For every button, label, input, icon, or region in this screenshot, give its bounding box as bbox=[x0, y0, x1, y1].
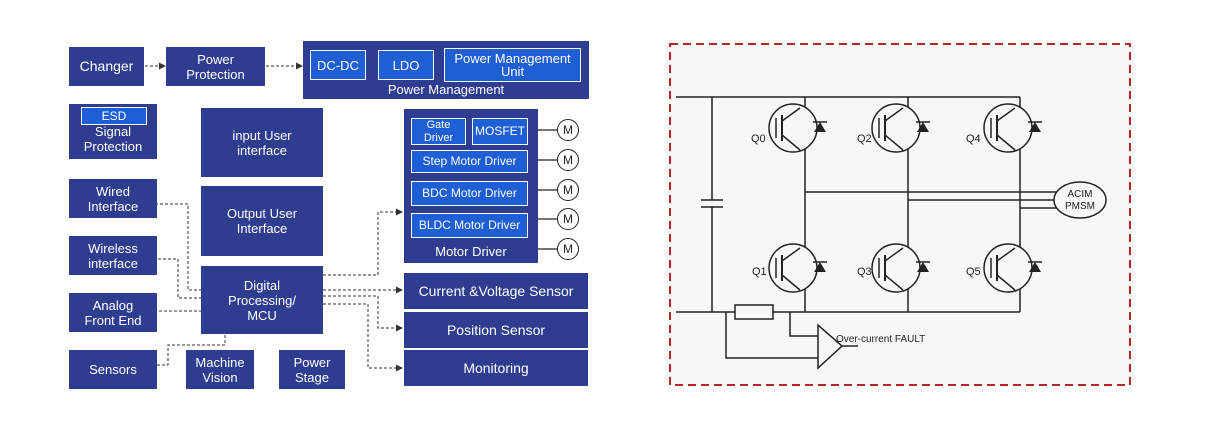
pmu-block: Power Management Unit bbox=[444, 48, 581, 82]
esd-block: ESD bbox=[81, 107, 147, 125]
mcu-block: Digital Processing/ MCU bbox=[201, 266, 323, 334]
transistor-q3 bbox=[871, 243, 930, 293]
machine-vision-block: Machine Vision bbox=[186, 350, 254, 389]
transistor-q5 bbox=[983, 243, 1042, 293]
power-stage-block: Power Stage bbox=[279, 350, 345, 389]
q3-label: Q3 bbox=[857, 266, 872, 278]
monitoring-block: Monitoring bbox=[404, 350, 588, 386]
ldo-block: LDO bbox=[378, 50, 434, 80]
motor-symbol: M bbox=[557, 208, 579, 230]
q5-label: Q5 bbox=[966, 266, 981, 278]
transistor-q0 bbox=[768, 103, 827, 153]
step-motor-driver-block: Step Motor Driver bbox=[411, 150, 528, 173]
motor-symbol: M bbox=[557, 179, 579, 201]
transistor-q1 bbox=[768, 243, 827, 293]
position-sensor-block: Position Sensor bbox=[404, 312, 588, 348]
transistor-q2 bbox=[871, 103, 930, 153]
motor-symbol: M bbox=[557, 119, 579, 141]
q2-label: Q2 bbox=[857, 133, 872, 145]
bdc-motor-driver-block: BDC Motor Driver bbox=[411, 181, 528, 206]
motor-symbol: M bbox=[557, 238, 579, 260]
gate-driver-block: Gate Driver bbox=[411, 118, 466, 145]
q0-label: Q0 bbox=[751, 133, 766, 145]
schematic-border bbox=[669, 43, 1131, 386]
motor-label-pmsm: PMSM bbox=[1065, 201, 1095, 212]
input-user-interface-block: input User interface bbox=[201, 108, 323, 177]
bldc-motor-driver-block: BLDC Motor Driver bbox=[411, 213, 528, 238]
motor-label-acim: ACIM bbox=[1068, 189, 1093, 200]
wired-interface-block: Wired Interface bbox=[69, 179, 157, 218]
dcdc-block: DC-DC bbox=[310, 50, 366, 80]
current-voltage-sensor-block: Current &Voltage Sensor bbox=[404, 273, 588, 309]
mosfet-block: MOSFET bbox=[472, 118, 528, 145]
q4-label: Q4 bbox=[966, 133, 981, 145]
motor-ellipse bbox=[1053, 181, 1107, 219]
transistor-q4 bbox=[983, 103, 1042, 153]
changer-block: Changer bbox=[69, 47, 144, 86]
fault-label: Over-current FAULT bbox=[836, 334, 925, 345]
q1-label: Q1 bbox=[752, 266, 767, 278]
sensors-block: Sensors bbox=[69, 350, 157, 389]
output-user-interface-block: Output User Interface bbox=[201, 186, 323, 256]
analog-front-end-block: Analog Front End bbox=[69, 293, 157, 332]
wireless-interface-block: Wireless interface bbox=[69, 236, 157, 275]
motor-symbol: M bbox=[557, 149, 579, 171]
power-protection-block: Power Protection bbox=[166, 47, 265, 86]
